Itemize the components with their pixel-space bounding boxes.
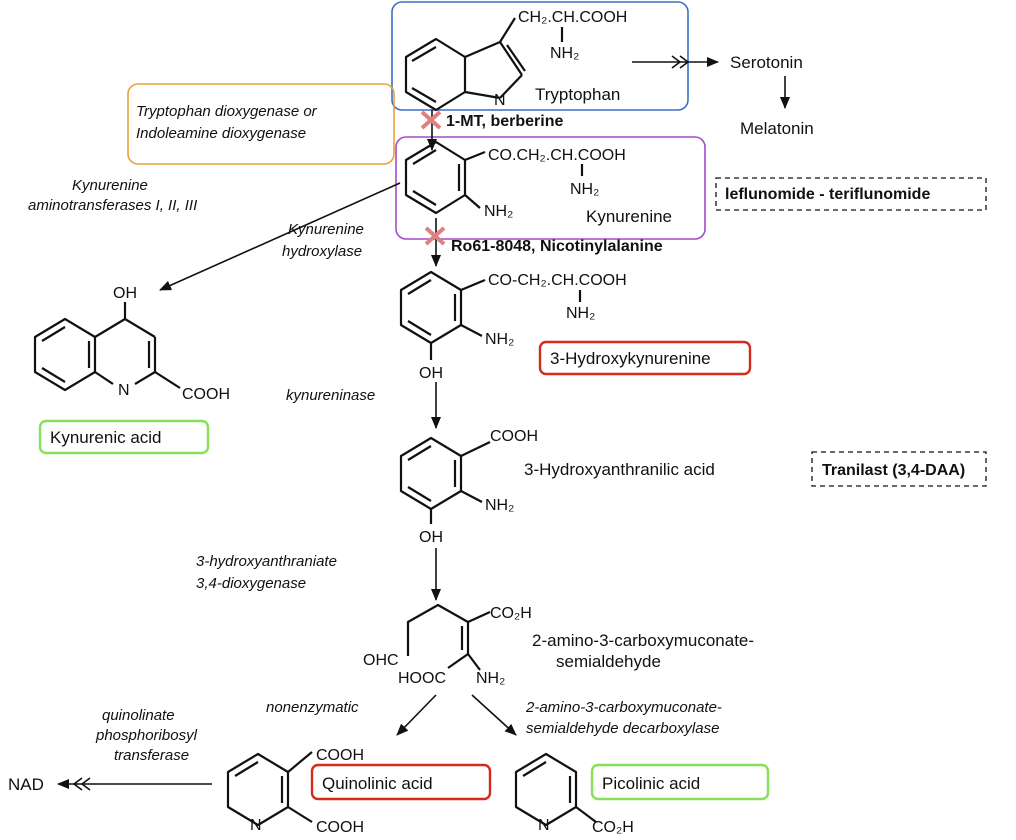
- picolinic-acid-structure: CO₂H N: [514, 752, 634, 836]
- kyna-oh: OH: [113, 285, 137, 302]
- tryptophan-structure: CH₂.CH.COOH NH₂ N: [404, 9, 627, 112]
- ido-inhibition-mark: [420, 110, 442, 130]
- serotonin-label: Serotonin: [730, 53, 803, 72]
- acms-hooc: HOOC: [398, 670, 446, 687]
- haao-label-line1: 3-hydroxyanthraniate: [196, 553, 337, 570]
- tranilast-box: [811, 451, 987, 487]
- arrow-acms-to-quinolinic: [396, 694, 437, 736]
- picolinic-acid-box: [590, 763, 770, 801]
- kynurenine-side-nh2: NH₂: [570, 181, 599, 198]
- kynurenine-label: Kynurenine: [586, 207, 672, 226]
- tdo-label-line1: Tryptophan dioxygenase or: [136, 103, 318, 120]
- tranilast-label: Tranilast (3,4-DAA): [822, 462, 965, 479]
- acmsd-label-line2: semialdehyde decarboxylase: [526, 720, 719, 737]
- kynurenic-acid-structure: OH N COOH: [33, 285, 230, 403]
- kmo-inhibition-mark: [424, 226, 446, 246]
- kmo-label-line2: hydroxylase: [282, 243, 362, 260]
- leflunomide-box: [715, 177, 987, 211]
- tdo-label-line2: Indoleamine dioxygenase: [136, 125, 306, 142]
- kynurenine-ring-nh2: NH₂: [484, 203, 513, 220]
- kynurenine-structure: CO.CH₂.CH.COOH NH₂ NH₂: [404, 140, 626, 220]
- qprt-label-line1: quinolinate: [102, 707, 175, 724]
- arrow-kyn-to-kynurenic: [159, 182, 401, 291]
- picolinic-acid-label: Picolinic acid: [602, 774, 700, 793]
- quinolinic-acid-label: Quinolinic acid: [322, 774, 433, 793]
- kynureninase-label: kynureninase: [286, 387, 375, 404]
- kynurenine-side-chain: CO.CH₂.CH.COOH: [488, 147, 626, 164]
- ido-inhibitor-label: 1-MT, berberine: [446, 113, 563, 130]
- hydroxykynurenine-structure: CO-CH₂.CH.COOH NH₂ NH₂ OH: [399, 270, 627, 382]
- kynurenine-box: [395, 136, 706, 240]
- hk-side-chain: CO-CH₂.CH.COOH: [488, 272, 627, 289]
- arrow-acms-to-picolinic: [471, 694, 517, 736]
- acms-label-line1: 2-amino-3-carboxymuconate-: [532, 631, 754, 650]
- pa-n: N: [538, 817, 550, 834]
- quinolinic-acid-box: [310, 763, 492, 801]
- haao-label-line2: 3,4-dioxygenase: [196, 575, 306, 592]
- qprt-label-line2: phosphoribosyl: [95, 727, 198, 744]
- kynurenic-acid-box: [38, 419, 210, 455]
- leflunomide-label: leflunomide - teriflunomide: [725, 186, 930, 203]
- tryptophan-side-chain: CH₂.CH.COOH: [518, 9, 627, 26]
- kat-label-line1: Kynurenine: [72, 177, 148, 194]
- tryptophan-box: [391, 1, 689, 111]
- qa-n: N: [250, 817, 262, 834]
- tryptophan-nh2: NH₂: [550, 45, 579, 62]
- acms-ohc: OHC: [363, 652, 399, 669]
- hydroxykynurenine-label: 3-Hydroxykynurenine: [550, 349, 711, 368]
- tdo-ido-box: [127, 83, 395, 165]
- kyna-cooh: COOH: [182, 386, 230, 403]
- hydroxykynurenine-box: [538, 340, 752, 376]
- acms-co2h: CO₂H: [490, 605, 532, 622]
- haa-cooh: COOH: [490, 428, 538, 445]
- tryptophan-label: Tryptophan: [535, 85, 620, 104]
- kat-label-line2: aminotransferases I, II, III: [28, 197, 197, 214]
- haa-oh: OH: [419, 529, 443, 546]
- hk-ring-nh2: NH₂: [485, 331, 514, 348]
- kmo-label-line1: Kynurenine: [288, 221, 364, 238]
- hk-oh: OH: [419, 365, 443, 382]
- nad-label: NAD: [8, 775, 44, 794]
- nad-arrow-feathers: [72, 777, 91, 791]
- hydroxyanthranilic-label: 3-Hydroxyanthranilic acid: [524, 460, 715, 479]
- kmo-inhibitor-label: Ro61-8048, Nicotinylalanine: [451, 238, 663, 255]
- kynurenic-acid-label: Kynurenic acid: [50, 428, 162, 447]
- quinolinic-acid-structure: COOH COOH N: [226, 747, 364, 836]
- acmsd-label-line1: 2-amino-3-carboxymuconate-: [525, 699, 722, 716]
- melatonin-label: Melatonin: [740, 119, 814, 138]
- qprt-label-line3: transferase: [114, 747, 189, 764]
- serotonin-arrow-feathers: [671, 55, 690, 69]
- qa-cooh-bottom: COOH: [316, 819, 364, 835]
- acms-structure: CO₂H OHC HOOC NH₂: [363, 603, 532, 687]
- hydroxyanthranilic-structure: COOH NH₂ OH: [399, 428, 538, 546]
- nonenzymatic-label: nonenzymatic: [266, 699, 359, 716]
- tryptophan-n: N: [494, 92, 506, 109]
- qa-cooh-top: COOH: [316, 747, 364, 764]
- acms-nh2: NH₂: [476, 670, 505, 687]
- hk-side-nh2: NH₂: [566, 305, 595, 322]
- acms-label-line2: semialdehyde: [556, 652, 661, 671]
- kyna-n: N: [118, 382, 130, 399]
- haa-nh2: NH₂: [485, 497, 514, 514]
- pa-co2h: CO₂H: [592, 819, 634, 835]
